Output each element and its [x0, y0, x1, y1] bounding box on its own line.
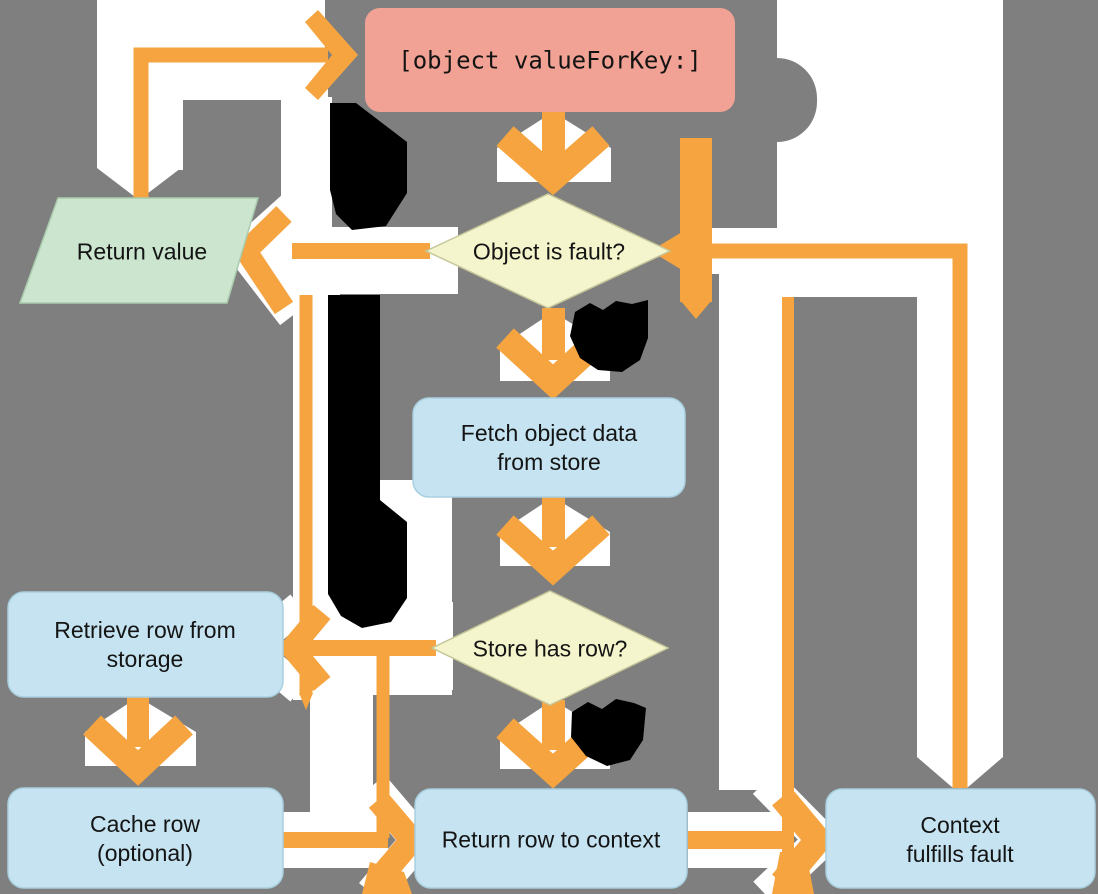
arrowhead-into-context-fulfills: [772, 788, 835, 892]
glitch-blob-group: [328, 103, 648, 766]
arrowhead-into-value-for-key: [305, 10, 358, 100]
node-fetch-object-data: [412, 397, 686, 498]
node-store-has-row: [430, 590, 670, 706]
node-group: [7, 8, 1096, 889]
node-object-is-fault: [424, 193, 672, 309]
node-value-for-key: [365, 8, 735, 112]
node-return-value: [18, 197, 260, 304]
obscured-label-blob: [571, 699, 646, 766]
arrow-group: [83, 10, 968, 894]
obscured-label-blob: [330, 103, 407, 230]
node-retrieve-row: [7, 591, 284, 698]
node-return-row: [414, 788, 688, 889]
node-cache-row: [7, 787, 284, 889]
arrowhead-into-return-row: [368, 792, 428, 888]
obscured-label-blob: [570, 300, 648, 372]
arrowhead-into-return-value: [231, 206, 294, 315]
arrowhead-into-retrieve-row: [277, 604, 331, 692]
background-bulge: [735, 58, 817, 142]
obscured-label-blob: [328, 295, 407, 628]
node-context-fulfills: [825, 788, 1096, 889]
